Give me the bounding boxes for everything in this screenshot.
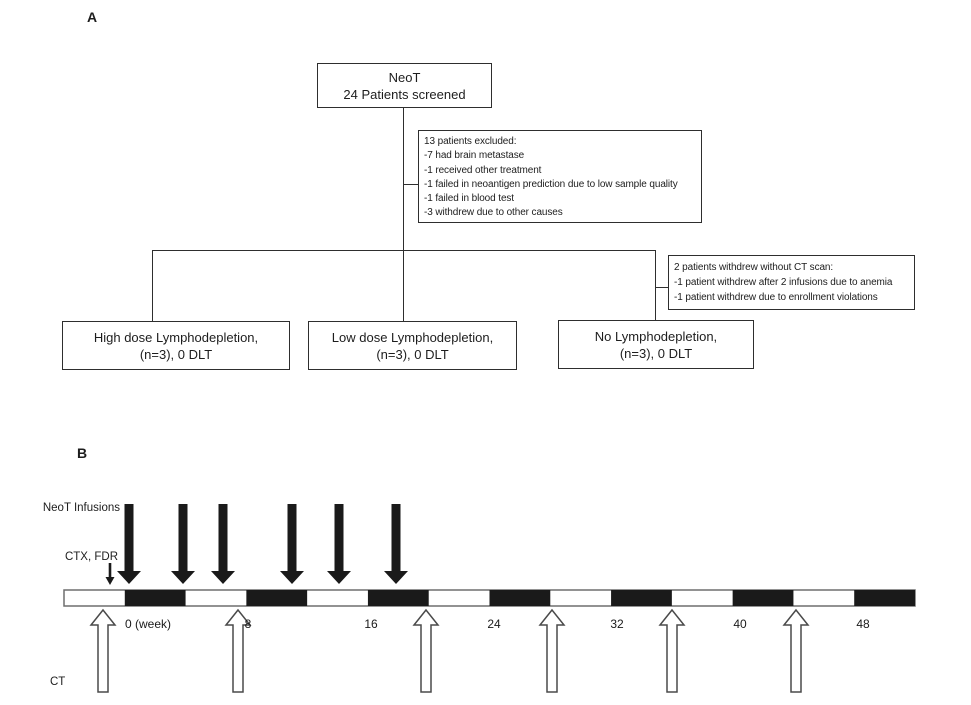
excluded-line: -1 received other treatment: [424, 164, 542, 176]
ctx-fdr-label: CTX, FDR: [64, 551, 118, 563]
ct-label: CT: [50, 676, 66, 688]
timeline-bar-black-segment: [124, 590, 186, 606]
timeline-bar-black-segment: [611, 590, 672, 606]
arm-box-no-lympho: No Lymphodepletion, (n=3), 0 DLT: [558, 320, 754, 369]
timeline-graphic: 0 (week) 8 16 24 32 40 48: [63, 504, 916, 693]
timeline-bar-black-segment: [732, 590, 794, 606]
timeline-bar-black-segment: [367, 590, 429, 606]
week-label: 16: [364, 617, 378, 631]
arm-box-high-dose: High dose Lymphodepletion, (n=3), 0 DLT: [62, 321, 290, 370]
week-label: 48: [856, 617, 870, 631]
screened-box-line2: 24 Patients screened: [343, 86, 466, 102]
neot-infusion-arrow: [171, 504, 195, 584]
arm-no-line2: (n=3), 0 DLT: [619, 345, 693, 361]
panel-a-label: A: [87, 9, 98, 25]
arm-box-low-dose: Low dose Lymphodepletion, (n=3), 0 DLT: [308, 321, 517, 370]
withdrew-line: 2 patients withdrew without CT scan:: [674, 262, 834, 273]
ct-scan-arrow: [538, 608, 566, 693]
connector-vertical-main: [402, 108, 404, 250]
connector-to-withdrew: [655, 286, 668, 288]
neot-infusion-arrow: [211, 504, 235, 584]
connector-to-excluded: [403, 183, 418, 185]
week-label: 8: [245, 617, 252, 631]
panel-b-label: B: [77, 445, 88, 461]
screened-box: NeoT 24 Patients screened: [317, 63, 492, 108]
connector-vertical-left: [151, 250, 153, 322]
ct-scan-arrow: [412, 608, 440, 693]
neot-infusions-label: NeoT Infusions: [42, 502, 120, 514]
connector-vertical-right: [654, 250, 656, 321]
ctx-fdr-arrow: [105, 563, 115, 585]
week-label: 24: [487, 617, 501, 631]
excluded-line: -3 withdrew due to other causes: [424, 207, 563, 219]
excluded-line: -7 had brain metastase: [424, 150, 525, 162]
timeline-bar-black-segment: [489, 590, 551, 606]
excluded-line: 13 patients excluded:: [424, 136, 517, 147]
excluded-line: -1 failed in blood test: [424, 193, 514, 205]
excluded-line: -1 failed in neoantigen prediction due t…: [424, 178, 678, 190]
arm-high-line1: High dose Lymphodepletion,: [93, 329, 259, 345]
arm-low-line1: Low dose Lymphodepletion,: [331, 329, 494, 345]
ct-scan-arrow: [782, 608, 810, 693]
ct-scan-arrow: [658, 608, 686, 693]
withdrew-line: -1 patient withdrew after 2 infusions du…: [674, 277, 893, 288]
screened-box-line1: NeoT: [388, 69, 421, 85]
neot-infusion-arrow: [280, 504, 304, 584]
connector-vertical-mid: [402, 250, 404, 322]
timeline-bar-black-segment: [246, 590, 308, 606]
timeline-bar-black-segment: [854, 590, 915, 606]
excluded-box: 13 patients excluded: -7 had brain metas…: [418, 130, 702, 223]
week-zero-label: 0 (week): [125, 617, 171, 631]
week-label: 32: [610, 617, 624, 631]
neot-infusion-arrow: [384, 504, 408, 584]
arm-no-line1: No Lymphodepletion,: [594, 328, 718, 344]
neot-infusion-arrow: [117, 504, 141, 584]
withdrew-line: -1 patient withdrew due to enrollment vi…: [674, 292, 878, 303]
arm-high-line2: (n=3), 0 DLT: [139, 346, 213, 362]
neot-infusion-arrow: [327, 504, 351, 584]
withdrew-box: 2 patients withdrew without CT scan: -1 …: [668, 255, 915, 310]
arm-low-line2: (n=3), 0 DLT: [376, 346, 449, 362]
ct-scan-arrow: [224, 608, 252, 693]
week-label: 40: [733, 617, 747, 631]
ct-scan-arrow: [89, 608, 117, 693]
